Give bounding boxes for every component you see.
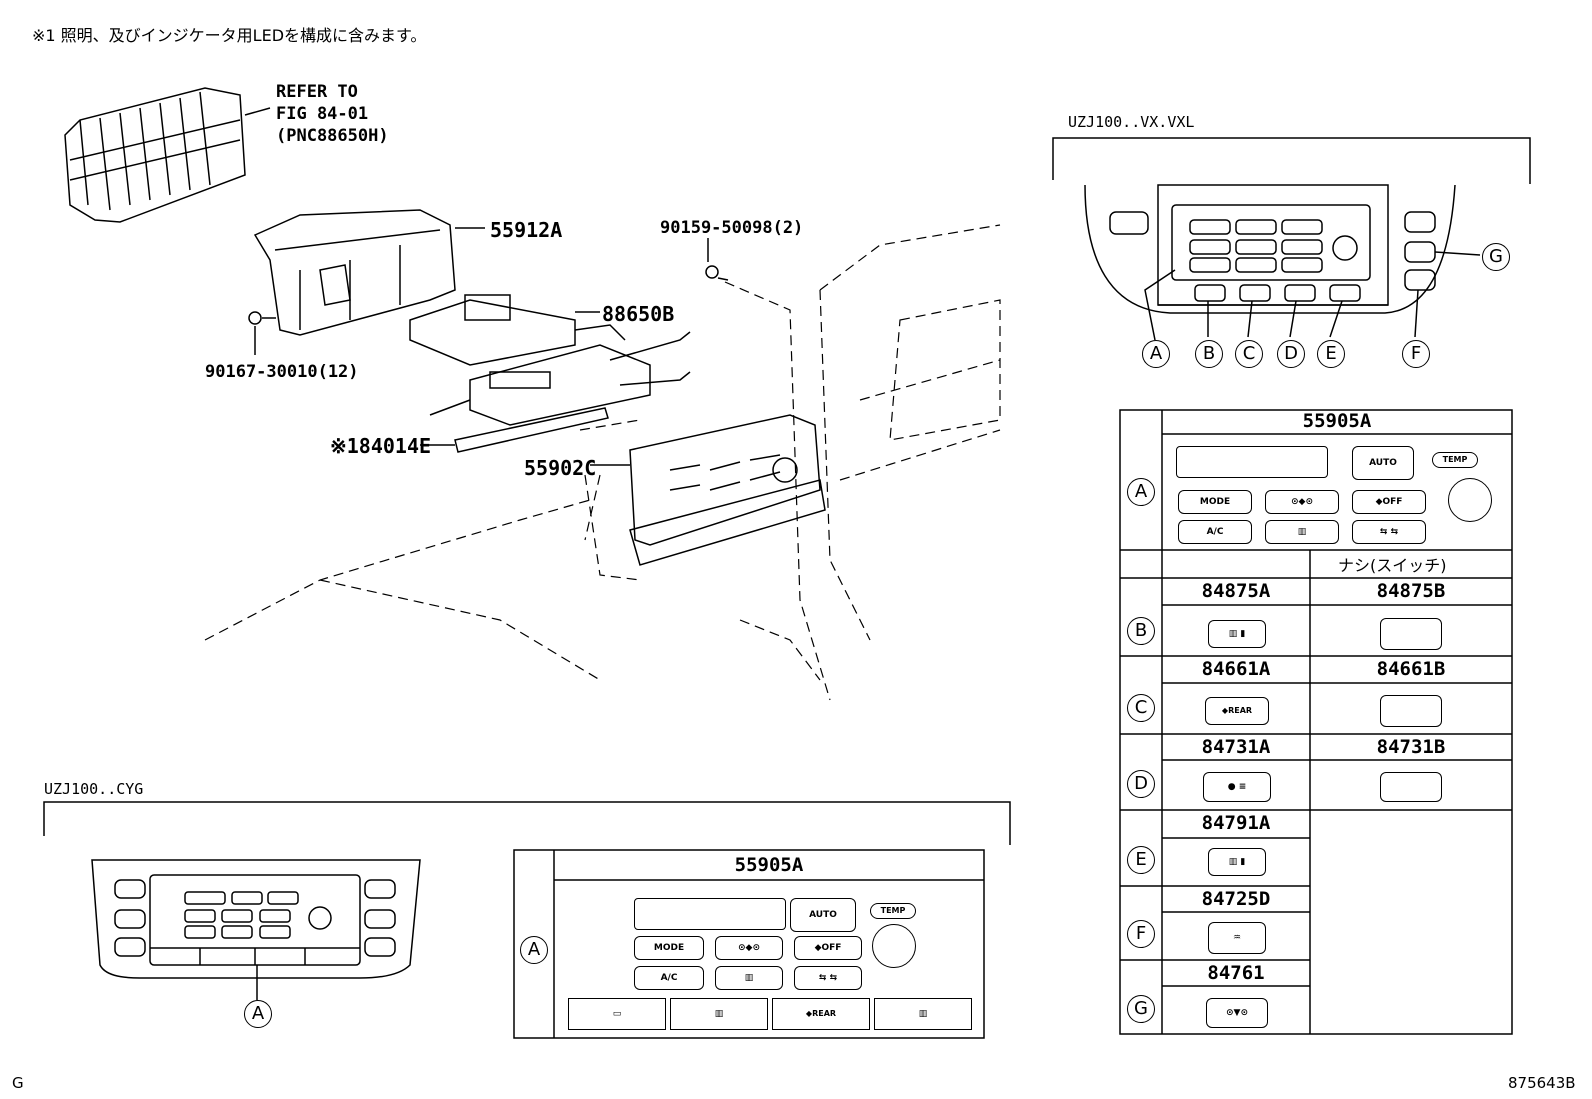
header-note: ※1 照明、及びインジケータ用LEDを構成に含みます。 (32, 26, 427, 45)
figure-code: 875643B (1508, 1074, 1576, 1092)
bottom-fan-button: ⊙◆⊙ (715, 936, 783, 960)
bottom-mode-button: MODE (634, 936, 704, 960)
off-button: ◆OFF (1352, 490, 1426, 514)
bottom-defrost-button: ▥ (715, 966, 783, 990)
bottom-table-key-a: A (520, 936, 548, 964)
switch-84725D-icon: ♒ (1208, 922, 1266, 954)
callout-e: E (1317, 340, 1345, 368)
bottom-switch-4: ▥ (874, 998, 972, 1030)
callout-f: F (1402, 340, 1430, 368)
bottom-switch-2: ▥ (670, 998, 768, 1030)
temp-button: TEMP (1432, 452, 1478, 468)
part-90167: 90167-30010(12) (205, 362, 359, 382)
variant-vx-label: UZJ100..VX.VXL (1068, 113, 1195, 131)
rear-heater-switch-84731A: ● ≡ (1203, 772, 1271, 802)
part-55912A: 55912A (490, 218, 563, 242)
table-key-c: C (1127, 694, 1155, 722)
bottom-display-window (634, 898, 786, 930)
bottom-ac-button: A/C (634, 966, 704, 990)
ac-button: A/C (1178, 520, 1252, 544)
part-84661A: 84661A (1201, 658, 1271, 680)
switch-84791A-icon: ▥ ▮ (1208, 848, 1266, 876)
rear-switch-84661A: ◆REAR (1205, 697, 1269, 725)
part-84875A: 84875A (1201, 580, 1271, 602)
mode-button: MODE (1178, 490, 1252, 514)
corner-left-label: G (12, 1074, 24, 1092)
refer-line-3: (PNC88650H) (276, 126, 389, 146)
table-key-g: G (1127, 995, 1155, 1023)
auto-button: AUTO (1352, 446, 1414, 480)
part-84761: 84761 (1207, 962, 1265, 984)
part-84731B: 84731B (1376, 736, 1446, 758)
callout-a-bottom: A (244, 1000, 272, 1028)
bottom-switch-rear: ◆REAR (772, 998, 870, 1030)
part-84014E: ※184014E (330, 434, 432, 458)
display-window (1176, 446, 1328, 478)
blank-switch-84731B (1380, 772, 1442, 802)
bottom-off-button: ◆OFF (794, 936, 862, 960)
table-key-d: D (1127, 770, 1155, 798)
table-key-b: B (1127, 617, 1155, 645)
bottom-auto-button: AUTO (790, 898, 856, 932)
fan-speed-button: ⊙◆⊙ (1265, 490, 1339, 514)
callout-b: B (1195, 340, 1223, 368)
callout-c: C (1235, 340, 1263, 368)
table-key-f: F (1127, 920, 1155, 948)
part-84875B: 84875B (1376, 580, 1446, 602)
temp-dial (1448, 478, 1492, 522)
bottom-switch-1: ▭ (568, 998, 666, 1030)
table-key-a: A (1127, 478, 1155, 506)
nashi-label: ナシ(スイッチ) (1338, 556, 1447, 575)
refer-line-1: REFER TO (276, 82, 358, 102)
recirc-button: ⇆ ⇆ (1352, 520, 1426, 544)
callout-a: A (1142, 340, 1170, 368)
part-84725D: 84725D (1201, 888, 1271, 910)
blank-switch-84875B (1380, 618, 1442, 650)
callout-d: D (1277, 340, 1305, 368)
variant-cyg-label: UZJ100..CYG (44, 780, 144, 798)
part-84731A: 84731A (1201, 736, 1271, 758)
part-55902C: 55902C (524, 456, 597, 480)
part-84661B: 84661B (1376, 658, 1446, 680)
part-84791A: 84791A (1201, 812, 1271, 834)
refer-line-2: FIG 84-01 (276, 104, 369, 124)
bottom-temp-dial (872, 924, 916, 968)
fan-switch-84761-icon: ⊙▼⊙ (1206, 998, 1268, 1028)
callout-g: G (1482, 243, 1510, 271)
bottom-table-header-55905A: 55905A (734, 854, 804, 876)
bottom-temp-button: TEMP (870, 903, 916, 919)
bottom-recirc-button: ⇆ ⇆ (794, 966, 862, 990)
switch-84875A-icon: ▥ ▮ (1208, 620, 1266, 648)
part-90159: 90159-50098(2) (660, 218, 804, 238)
table-key-e: E (1127, 846, 1155, 874)
part-88650B: 88650B (602, 302, 675, 326)
table-header-55905A: 55905A (1302, 410, 1372, 432)
defrost-button: ▥ (1265, 520, 1339, 544)
blank-switch-84661B (1380, 695, 1442, 727)
